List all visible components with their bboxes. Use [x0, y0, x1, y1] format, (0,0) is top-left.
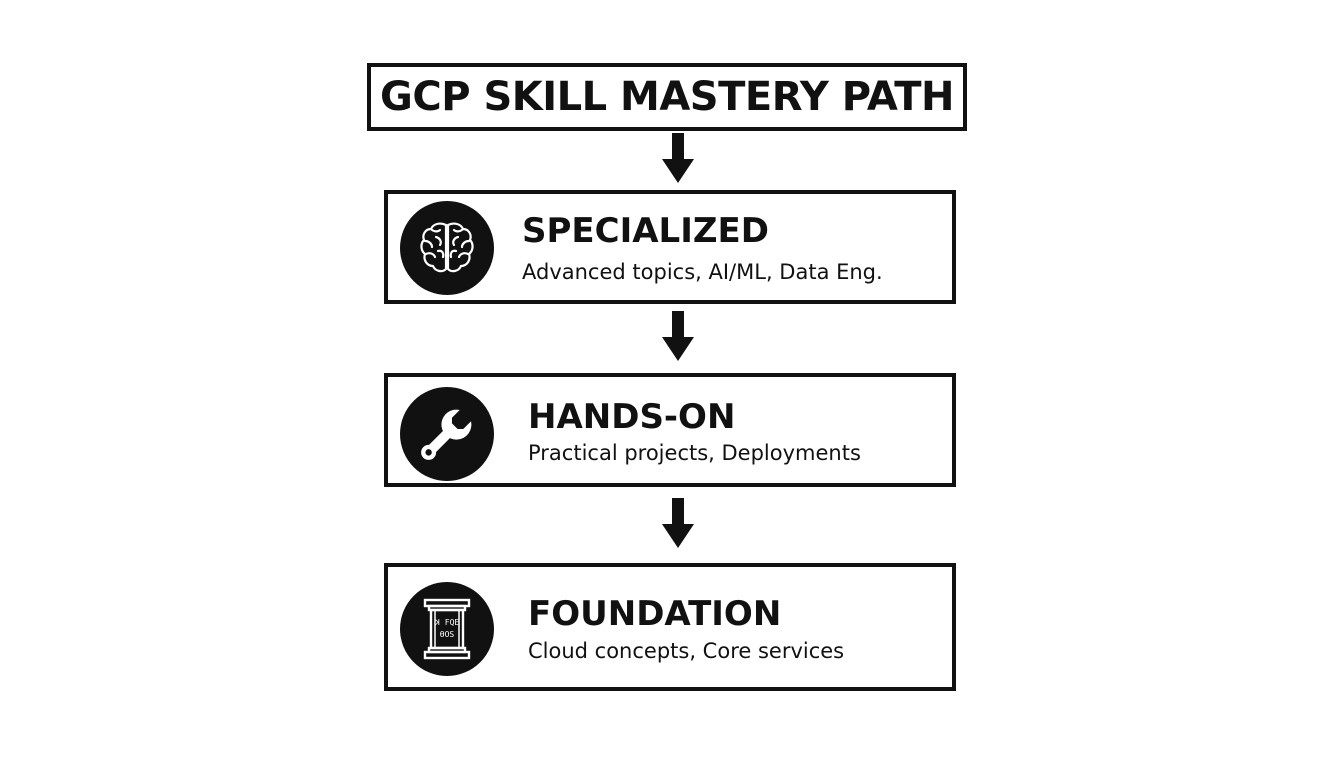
level-icon-circle	[400, 201, 494, 295]
svg-text:ƟOS: ƟOS	[440, 630, 455, 639]
level-description: Practical projects, Deployments	[528, 441, 861, 465]
brain-icon	[420, 222, 474, 273]
wrench-icon	[421, 409, 472, 460]
level-specialized: SPECIALIZED Advanced topics, AI/ML, Data…	[384, 190, 956, 304]
level-description: Advanced topics, AI/ML, Data Eng.	[522, 260, 883, 284]
level-heading: FOUNDATION	[528, 594, 782, 634]
level-heading: SPECIALIZED	[522, 211, 769, 251]
down-arrow-icon	[662, 311, 694, 361]
level-icon-circle	[400, 387, 494, 481]
temple-column-icon: ꓘ FQE ƟOS	[423, 598, 471, 660]
svg-text:ꓘ FQE: ꓘ FQE	[434, 618, 460, 627]
diagram-title: GCP SKILL MASTERY PATH	[380, 74, 954, 120]
level-description: Cloud concepts, Core services	[528, 639, 845, 663]
level-icon-circle: ꓘ FQE ƟOS	[400, 582, 494, 676]
down-arrow-icon	[662, 498, 694, 548]
down-arrow-icon	[662, 133, 694, 183]
title-box: GCP SKILL MASTERY PATH	[367, 63, 967, 131]
level-hands-on: HANDS-ON Practical projects, Deployments	[384, 373, 956, 487]
level-foundation: ꓘ FQE ƟOS FOUNDATION Cloud concepts, Cor…	[384, 563, 956, 691]
level-heading: HANDS-ON	[528, 397, 736, 437]
